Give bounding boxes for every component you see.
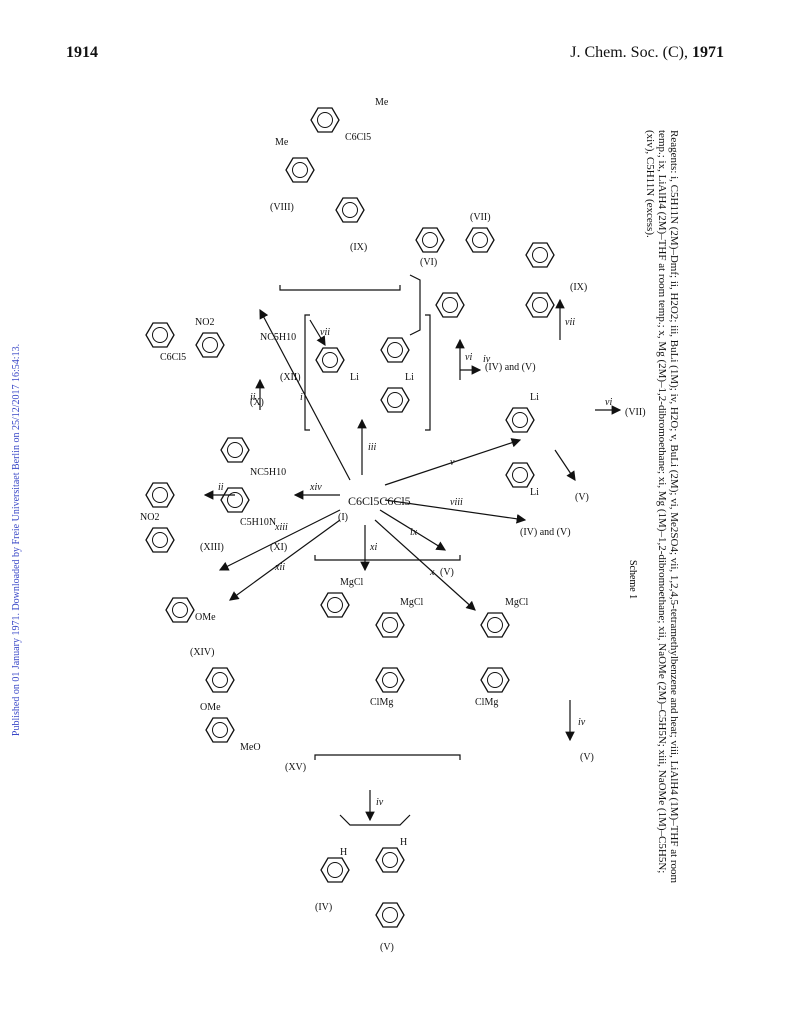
journal-header: J. Chem. Soc. (C), 1971	[570, 44, 724, 62]
label-viii-compound: (VIII)	[270, 202, 294, 213]
label-xiv-compound: (XIV)	[190, 647, 214, 658]
arrow-x	[374, 519, 476, 611]
label-iv-bottom: (IV)	[315, 902, 332, 913]
reagent-ix: ix	[410, 527, 418, 538]
reagent-xiii: xiii	[274, 522, 288, 533]
group-c6cl5-b: C6Cl5	[160, 352, 186, 363]
group-mgcl-b: MgCl	[400, 597, 424, 608]
benzene-rings	[145, 107, 555, 928]
label-ix-right: (IX)	[570, 282, 587, 293]
group-methoxy-a: OMe	[195, 612, 216, 623]
reagent-xii: xii	[274, 562, 285, 573]
center-compound: C6Cl5C6Cl5	[348, 494, 411, 508]
reagents-text: Reagents: i, C5H11N (2M)–Dmf; ii, H2O2; …	[644, 130, 680, 900]
page-number: 1914	[66, 44, 98, 61]
label-v-right: (V)	[580, 752, 594, 763]
arrow-xiii	[218, 509, 341, 571]
label-iv-v-top: (IV) and (V)	[485, 362, 536, 373]
scheme-labels: C6Cl5C6Cl5 (I) (XII) (X) (XIII) (XI) (XI…	[140, 97, 646, 953]
reagent-iii: iii	[368, 442, 377, 453]
group-methoxy-b: OMe	[200, 702, 221, 713]
label-v-rightmid: (V)	[575, 492, 589, 503]
reagent-iv-bottom: iv	[376, 797, 384, 808]
brackets	[279, 274, 461, 826]
group-me-b: Me	[375, 97, 389, 108]
label-xiii-compound: (XIII)	[200, 542, 224, 553]
label-xv-compound: (XV)	[285, 762, 306, 773]
arrow-vii-top	[309, 319, 326, 347]
scheme-drawing: C6Cl5C6Cl5 (I) (XII) (X) (XIII) (XI) (XI…	[140, 97, 646, 953]
reagents-content: Reagents: i, C5H11N (2M)–Dmf; ii, H2O2; …	[644, 130, 680, 884]
group-li-a: Li	[350, 372, 359, 383]
group-c6cl5-a: C6Cl5	[345, 132, 371, 143]
reagent-ii-a: ii	[250, 392, 256, 403]
label-v-center: (V)	[440, 567, 454, 578]
reagent-xiv: xiv	[309, 482, 322, 493]
label-ix-compound: (IX)	[350, 242, 367, 253]
reagent-vii-right: vii	[565, 317, 575, 328]
arrow-v	[384, 438, 522, 486]
group-li-c: Li	[530, 392, 539, 403]
group-li-b: Li	[405, 372, 414, 383]
label-xii-compound: (XII)	[280, 372, 301, 383]
group-h-a: H	[340, 847, 347, 858]
arrow-viii	[384, 499, 527, 524]
download-notice[interactable]: Published on 01 January 1971. Downloaded…	[11, 343, 22, 737]
reagent-vi-top: vi	[465, 352, 472, 363]
journal-name: J. Chem. Soc. (C),	[570, 44, 688, 61]
group-mgcl-c: MgCl	[505, 597, 529, 608]
reagent-vii-top: vii	[320, 327, 330, 338]
group-mgcl-a: MgCl	[340, 577, 364, 588]
group-me-a: Me	[275, 137, 289, 148]
group-nitro-a: NO2	[195, 317, 214, 328]
group-li-d: Li	[530, 487, 539, 498]
label-v-bottom: (V)	[380, 942, 394, 953]
group-clmg-b: ClMg	[475, 697, 498, 708]
group-piperidino-a: NC5H10	[260, 332, 296, 343]
reagent-iv-top: iv	[483, 354, 491, 365]
group-clmg-a: ClMg	[370, 697, 393, 708]
group-methoxy-c: MeO	[240, 742, 261, 753]
group-nitro-b: NO2	[140, 512, 159, 523]
scheme-caption: Scheme 1	[627, 560, 638, 599]
label-vii-right: (VII)	[625, 407, 646, 418]
reagent-v: v	[450, 457, 455, 468]
arrow-ix	[379, 509, 447, 551]
label-xi-compound: (XI)	[270, 542, 287, 553]
reagent-iv-right: iv	[578, 717, 586, 728]
journal-year: 1971	[692, 44, 724, 61]
reagent-ii-b: ii	[218, 482, 224, 493]
reagent-i: i	[300, 392, 303, 403]
reagent-vi-right: vi	[605, 397, 612, 408]
center-label: (I)	[338, 512, 348, 523]
label-vi-compound: (VI)	[420, 257, 437, 268]
reaction-scheme: C6Cl5C6Cl5 (I) (XII) (X) (XIII) (XI) (XI…	[100, 80, 730, 960]
label-vii-compound: (VII)	[470, 212, 491, 223]
reagent-viii: viii	[450, 497, 463, 508]
group-piperidino-c: C5H10N	[240, 517, 276, 528]
group-h-b: H	[400, 837, 407, 848]
label-x-compound: (X)	[250, 397, 264, 408]
reaction-arrows	[203, 298, 622, 822]
reagent-xi: xi	[369, 542, 377, 553]
arrow-iv-rightmid	[554, 449, 576, 481]
group-piperidino-b: NC5H10	[250, 467, 286, 478]
arrow-xii	[229, 519, 341, 601]
label-iv-v-center: (IV) and (V)	[520, 527, 571, 538]
reagent-x: x	[429, 567, 435, 578]
